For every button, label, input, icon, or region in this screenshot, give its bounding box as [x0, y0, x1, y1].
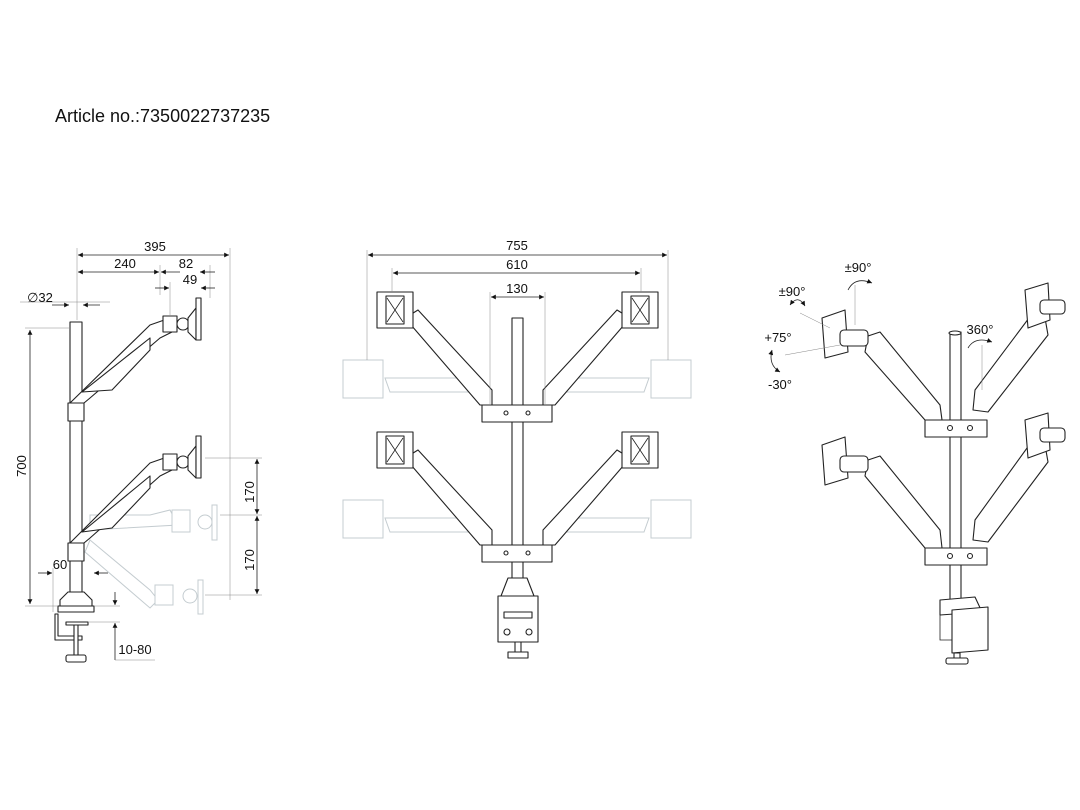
dim-diameter-32: ∅32 — [27, 290, 53, 305]
dim-610: 610 — [506, 257, 528, 272]
iso-arms — [864, 309, 1049, 549]
front-view: 755 610 130 — [342, 238, 692, 659]
dim-10-80: 10-80 — [118, 642, 151, 657]
lower-arm — [69, 435, 202, 544]
ghost-positions — [342, 359, 692, 539]
front-arms — [404, 309, 631, 546]
upper-crossbar — [481, 404, 553, 423]
pan-rotation-label: ±90° — [845, 260, 872, 275]
vesa-plates — [376, 291, 659, 469]
dim-240: 240 — [114, 256, 136, 271]
swivel-label: 360° — [967, 322, 994, 337]
tilt-down-label: -30° — [768, 377, 792, 392]
desk-clamp — [54, 591, 95, 663]
dim-170-lower: 170 — [242, 549, 257, 571]
desk-clamp — [939, 596, 989, 665]
dim-49: 49 — [183, 272, 197, 287]
rotate-label: ±90° — [779, 284, 806, 299]
article-number: Article no.:7350022737235 — [55, 106, 271, 126]
dim-700: 700 — [14, 455, 29, 477]
upper-arm — [69, 297, 202, 404]
dim-395: 395 — [144, 239, 166, 254]
iso-view: ±90° ±90° +75° -30° 360° — [764, 260, 1066, 665]
lower-crossbar — [481, 544, 553, 563]
dim-755: 755 — [506, 238, 528, 253]
rotation-indicators: ±90° ±90° +75° -30° 360° — [764, 260, 993, 392]
dim-60: 60 — [53, 557, 67, 572]
dim-170-upper: 170 — [242, 481, 257, 503]
side-dimensions: 395 240 82 49 ∅32 700 170 170 60 — [14, 239, 262, 661]
side-view: 395 240 82 49 ∅32 700 170 170 60 — [14, 239, 262, 663]
dim-130: 130 — [506, 281, 528, 296]
upper-crossbar — [924, 419, 988, 438]
lower-collar — [67, 542, 85, 562]
upper-collar — [67, 402, 85, 422]
iso-heads — [821, 282, 1066, 486]
tilt-up-label: +75° — [764, 330, 791, 345]
dim-82: 82 — [179, 256, 193, 271]
lower-crossbar — [924, 547, 988, 566]
front-dimensions: 755 610 130 — [366, 238, 669, 405]
desk-clamp — [497, 577, 539, 659]
